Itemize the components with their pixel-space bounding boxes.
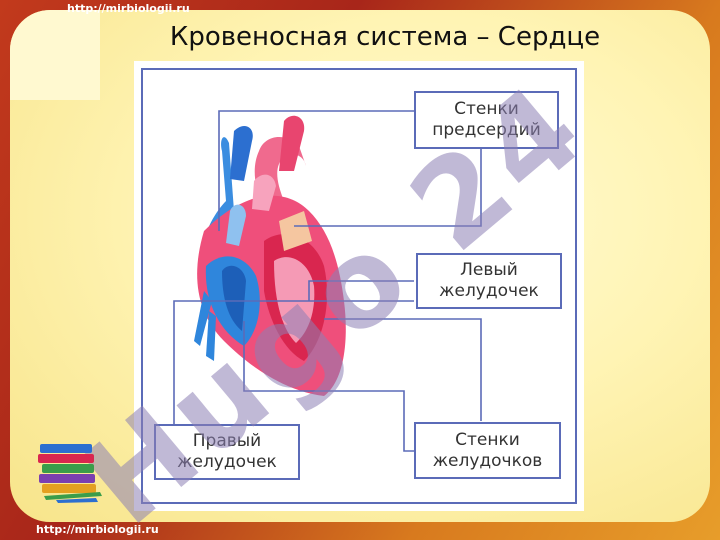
stack-of-books-icon: [38, 444, 102, 503]
label-right-ventricle-line1: Правый: [192, 431, 262, 451]
heart-diagram: Стенки предсердий Левый желудочек Правый…: [134, 61, 584, 511]
label-left-ventricle: Левый желудочек: [416, 253, 562, 309]
site-url-bottom[interactable]: http://mirbiologii.ru: [36, 523, 159, 536]
label-right-ventricle: Правый желудочек: [154, 424, 300, 480]
label-ventricle-walls-line2: желудочков: [432, 450, 543, 471]
label-ventricle-walls: Стенки желудочков: [414, 422, 561, 479]
label-left-ventricle-line1: Левый: [460, 260, 518, 280]
slide-title: Кровеносная система – Сердце: [169, 22, 601, 52]
heart-illustration: [194, 115, 346, 396]
diagram-frame: [141, 68, 577, 504]
label-atria-walls-line1: Стенки: [454, 99, 519, 119]
label-right-ventricle-line2: желудочек: [177, 452, 277, 472]
label-atria-walls-line2: предсердий: [432, 120, 541, 140]
label-ventricle-walls-line1: Стенки: [455, 429, 520, 450]
label-left-ventricle-line2: желудочек: [439, 281, 539, 301]
panel-corner: [10, 10, 100, 100]
label-atria-walls: Стенки предсердий: [414, 91, 559, 149]
site-url-top[interactable]: http://mirbiologii.ru: [67, 2, 190, 15]
heart-diagram-canvas: [141, 68, 577, 504]
leader-lines: [173, 110, 482, 452]
